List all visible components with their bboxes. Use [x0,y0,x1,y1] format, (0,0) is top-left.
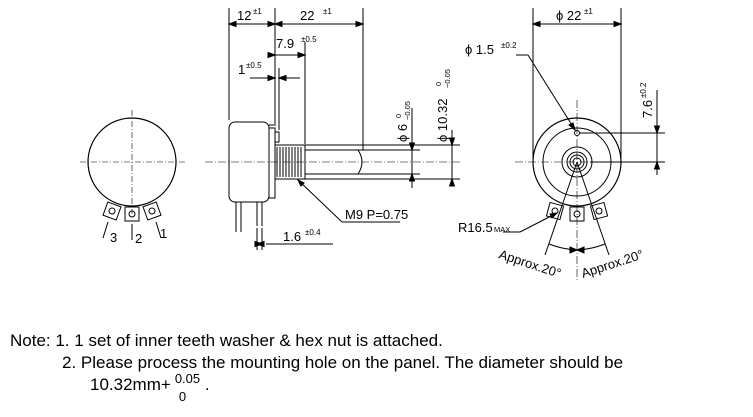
angle-label-right: Approx.20° [579,247,645,281]
dim-bushing-diameter-tol-top: 0 [434,82,443,86]
dim-thread-length-tol: ±0.5 [301,35,317,44]
dim-body-length-tol: ±1 [253,7,262,16]
dim-body-diameter-tol: ±1 [584,7,593,16]
pin-label-3: 3 [110,230,117,245]
side-view [205,8,460,250]
pin-label-1: 1 [160,226,167,241]
note-1: Note: 1. 1 set of inner teeth washer & h… [10,330,750,352]
dim-hole-offset: 7.6 [640,100,655,118]
rear-view [80,110,186,240]
terminal-1 [142,201,162,239]
dim-flange-tol: ±0.5 [246,61,262,70]
dim-hole-diameter-tol: ±0.2 [501,41,517,50]
pin-label-2: 2 [135,231,142,246]
dim-bushing-diameter: ϕ 10.32 [435,99,450,142]
dim-radius-sub: MAX [494,225,510,234]
note-1-text: 1 set of inner teeth washer & hex nut is… [74,331,443,350]
dim-radius: R16.5 [458,220,493,235]
dim-shaft-length-tol: ±1 [323,7,332,16]
terminal-3 [102,201,122,239]
front-terminal-center [569,206,585,222]
note-value: 10.32mm [90,375,161,394]
dim-terminal-offset: 1.6 [283,229,301,244]
dim-hole-diameter: ϕ 1.5 [465,42,494,57]
dim-shaft-length: 22 [300,8,314,23]
dim-body-length: 12 [237,8,251,23]
angle-label-left: Approx.20° [497,247,563,281]
thread-spec: M9 P=0.75 [345,207,408,222]
dim-thread-length: 7.9 [276,36,294,51]
note-end: . [204,375,210,394]
dim-flange: 1 [238,62,245,77]
dim-body-diameter: ϕ 22 [556,8,581,23]
note-tol-top: 0.05 [174,371,201,386]
dim-hole-offset-tol: ±0.2 [639,82,648,98]
dim-terminal-offset-tol: ±0.4 [305,228,321,237]
note-2-number: 2. [62,353,77,372]
dim-shaft-diameter-tol-bot: −0.05 [403,101,412,120]
note-2: 2. Please process the mounting hole on t… [10,352,750,374]
potentiometer-drawing: 3 2 1 12 ±1 22 ±1 7.9 ±0.5 1 ±0.5 ϕ 6 0 … [80,7,665,281]
dim-shaft-diameter: ϕ 6 [395,124,410,142]
note-tol-bot: 0 [178,389,187,404]
note-tolerance: 0.05 0 [171,371,205,404]
dim-bushing-diameter-tol-bot: −0.05 [443,69,452,88]
front-terminal-right [589,201,609,221]
note-2-value: 10.32mm+0.05 0. [10,371,750,404]
note-prefix: Note: 1. [10,331,70,350]
dim-shaft-diameter-tol-top: 0 [394,114,403,118]
front-view [503,8,665,280]
notes-section: Note: 1. 1 set of inner teeth washer & h… [10,330,750,404]
note-plus: + [160,375,171,394]
note-2-text: Please process the mounting hole on the … [80,353,624,372]
terminal-2 [124,206,140,240]
